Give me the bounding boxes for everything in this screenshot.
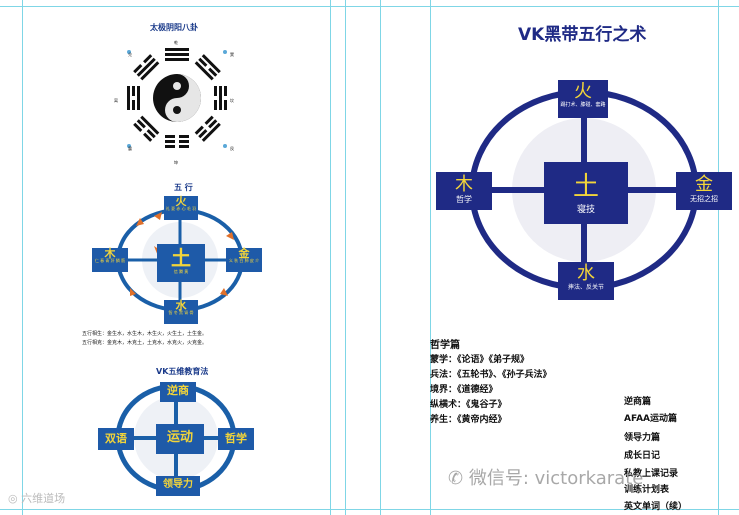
fire-box: 火 踢打术、膝碰、套路: [558, 80, 608, 118]
guide-line: [330, 0, 331, 515]
watermark-text: 微信号: victorkarate: [469, 468, 644, 489]
fire-label: 火: [558, 83, 608, 101]
earth-label: 土: [544, 174, 628, 200]
edu-top: 逆商: [160, 382, 196, 402]
watermark-small-text: 六维道场: [21, 492, 65, 505]
wood-label: 木: [436, 176, 492, 194]
fire-sub: 踢打术、膝碰、套路: [558, 103, 608, 109]
earth-sub: 寝技: [544, 206, 628, 216]
guide-line: [345, 0, 346, 515]
metal-label: 金: [676, 176, 732, 194]
trigram-label: 乾: [174, 40, 178, 46]
water-sub: 摔法、反关节: [558, 285, 614, 292]
wuxing-water-sub: 智 冬 黑 肾 骨: [164, 311, 198, 315]
metal-sub: 无招之招: [676, 196, 732, 204]
wuxing-metal: 金 义 秋 白 肺 皮 介: [226, 248, 262, 272]
edu-center: 运动: [156, 424, 204, 454]
wuxing-metal-sub: 义 秋 白 肺 皮 介: [226, 259, 262, 263]
section-item: AFAA运动篇: [624, 411, 677, 424]
bagua-title: 太极阴阳八卦: [150, 22, 198, 33]
wuxing-water: 水 智 冬 黑 肾 骨: [164, 300, 198, 324]
metal-box: 金 无招之招: [676, 172, 732, 210]
philosophy-line: 养生：《黄帝内经》: [430, 412, 507, 425]
philosophy-heading: 哲学篇: [430, 336, 460, 351]
edu-top-label: 逆商: [160, 385, 196, 396]
guide-line: [718, 0, 719, 515]
trigram-label: 坤: [174, 160, 178, 166]
trigram-label: 离: [114, 98, 118, 104]
edu-right: 哲学: [218, 428, 254, 450]
water-box: 水 摔法、反关节: [558, 262, 614, 300]
trigram-label: 艮: [230, 146, 234, 152]
philosophy-line: 境界：《道德经》: [430, 382, 498, 395]
wuxing-wood-sub: 仁 春 青 肝 鳞 筋: [92, 259, 128, 263]
watermark: ✆ 微信号: victorkarate: [448, 464, 643, 490]
philosophy-line: 兵法：《五轮书》、《孙子兵法》: [430, 367, 552, 380]
wuxing-earth-label: 土: [157, 248, 205, 268]
page-title: VK黑带五行之术: [518, 20, 646, 45]
edu-bottom: 领导力: [156, 476, 200, 496]
wuxing-fire: 火 礼 夏 赤 心 毛 羽: [164, 196, 198, 220]
water-label: 水: [558, 265, 614, 283]
section-item: 逆商篇: [624, 394, 651, 407]
left-panel: 太极阴阳八卦 乾 巽: [22, 0, 330, 515]
wechat-icon: ✆: [448, 468, 463, 489]
watermark-icon: ◎: [8, 492, 18, 505]
edu-left: 双语: [98, 428, 134, 450]
watermark-small: ◎ 六维道场: [8, 490, 65, 506]
earth-box: 土 寝技: [544, 162, 628, 224]
trigram-label: 巽: [230, 52, 234, 58]
right-panel: VK黑带五行之术 火 踢打术、膝碰、套路 土 寝技 木 哲学 金 无招之招 水 …: [430, 0, 718, 515]
wuxing-note: 五行相克：金克木，木克土，土克水，水克火，火克金。: [82, 339, 207, 346]
section-item: 领导力篇: [624, 430, 660, 443]
wuxing-note: 五行相生：金生水，水生木，木生火，火生土，土生金。: [82, 330, 207, 337]
edu-right-label: 哲学: [218, 433, 254, 444]
wuxing-earth-sub: 信 腾 黄: [157, 270, 205, 274]
wuxing-wood: 木 仁 春 青 肝 鳞 筋: [92, 248, 128, 272]
trigram-label: 震: [128, 146, 132, 152]
guide-line: [380, 0, 381, 515]
trigram-label: 坎: [230, 98, 234, 104]
edu-left-label: 双语: [98, 433, 134, 444]
philosophy-line: 纵横术：《鬼谷子》: [430, 397, 507, 410]
edu-bottom-label: 领导力: [156, 480, 200, 490]
wuxing-fire-sub: 礼 夏 赤 心 毛 羽: [164, 207, 198, 211]
wuxing-title: 五 行: [174, 182, 193, 193]
trigram-label: 兑: [128, 52, 132, 58]
wuxing-earth: 土 信 腾 黄: [157, 244, 205, 282]
wood-sub: 哲学: [436, 196, 492, 205]
wood-box: 木 哲学: [436, 172, 492, 210]
section-item: 英文单词（续）: [624, 499, 687, 512]
edu-center-label: 运动: [156, 431, 204, 444]
section-item: 成长日记: [624, 448, 660, 461]
philosophy-line: 蒙学：《论语》《弟子规》: [430, 352, 529, 365]
